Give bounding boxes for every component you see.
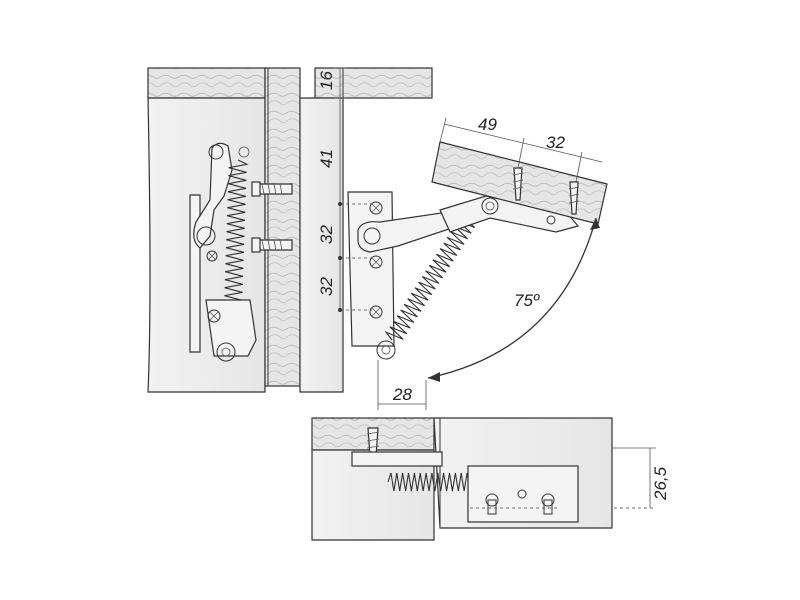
screw-head-3 <box>369 305 383 319</box>
keyhole-slot-2 <box>541 493 555 515</box>
middle-spring <box>384 203 486 341</box>
screw-head-2 <box>369 255 383 269</box>
angle-arc <box>427 217 597 379</box>
bottom-mount-plate <box>467 465 579 523</box>
left-bottom-plate <box>205 299 257 357</box>
dim-28: 28 <box>392 385 412 404</box>
dim-41: 41 <box>317 149 336 168</box>
dim-26-5: 26,5 <box>651 466 670 501</box>
middle-mount-plate <box>347 191 395 347</box>
spring-coil <box>387 472 471 492</box>
bottom-side-board <box>311 449 435 541</box>
dim-angle-75: 75º <box>514 291 540 310</box>
middle-side-board <box>299 97 344 393</box>
screw-head-1 <box>369 201 383 215</box>
dim-32-upper: 32 <box>317 225 336 244</box>
dim-49: 49 <box>478 115 497 134</box>
left-closed-view <box>147 67 301 393</box>
left-screw-lower <box>251 237 293 253</box>
dim-32-lower: 32 <box>317 277 336 296</box>
middle-open-view <box>299 67 608 393</box>
dim-16: 16 <box>317 71 336 90</box>
spring-coil <box>384 203 486 341</box>
dim-32-top: 32 <box>546 133 565 152</box>
left-door <box>264 67 301 387</box>
left-lever-arm <box>193 142 233 249</box>
bottom-mechanism-bar <box>351 451 443 467</box>
lid-screw-1 <box>512 167 524 201</box>
middle-top-panel <box>314 67 433 99</box>
bottom-top-view <box>311 417 613 541</box>
left-top-panel <box>147 67 266 99</box>
left-screw-upper <box>251 181 293 197</box>
middle-lever-bracket <box>357 211 453 253</box>
lid-screw-2 <box>568 181 580 215</box>
bottom-spring <box>387 472 471 492</box>
keyhole-slot-1 <box>485 493 499 515</box>
